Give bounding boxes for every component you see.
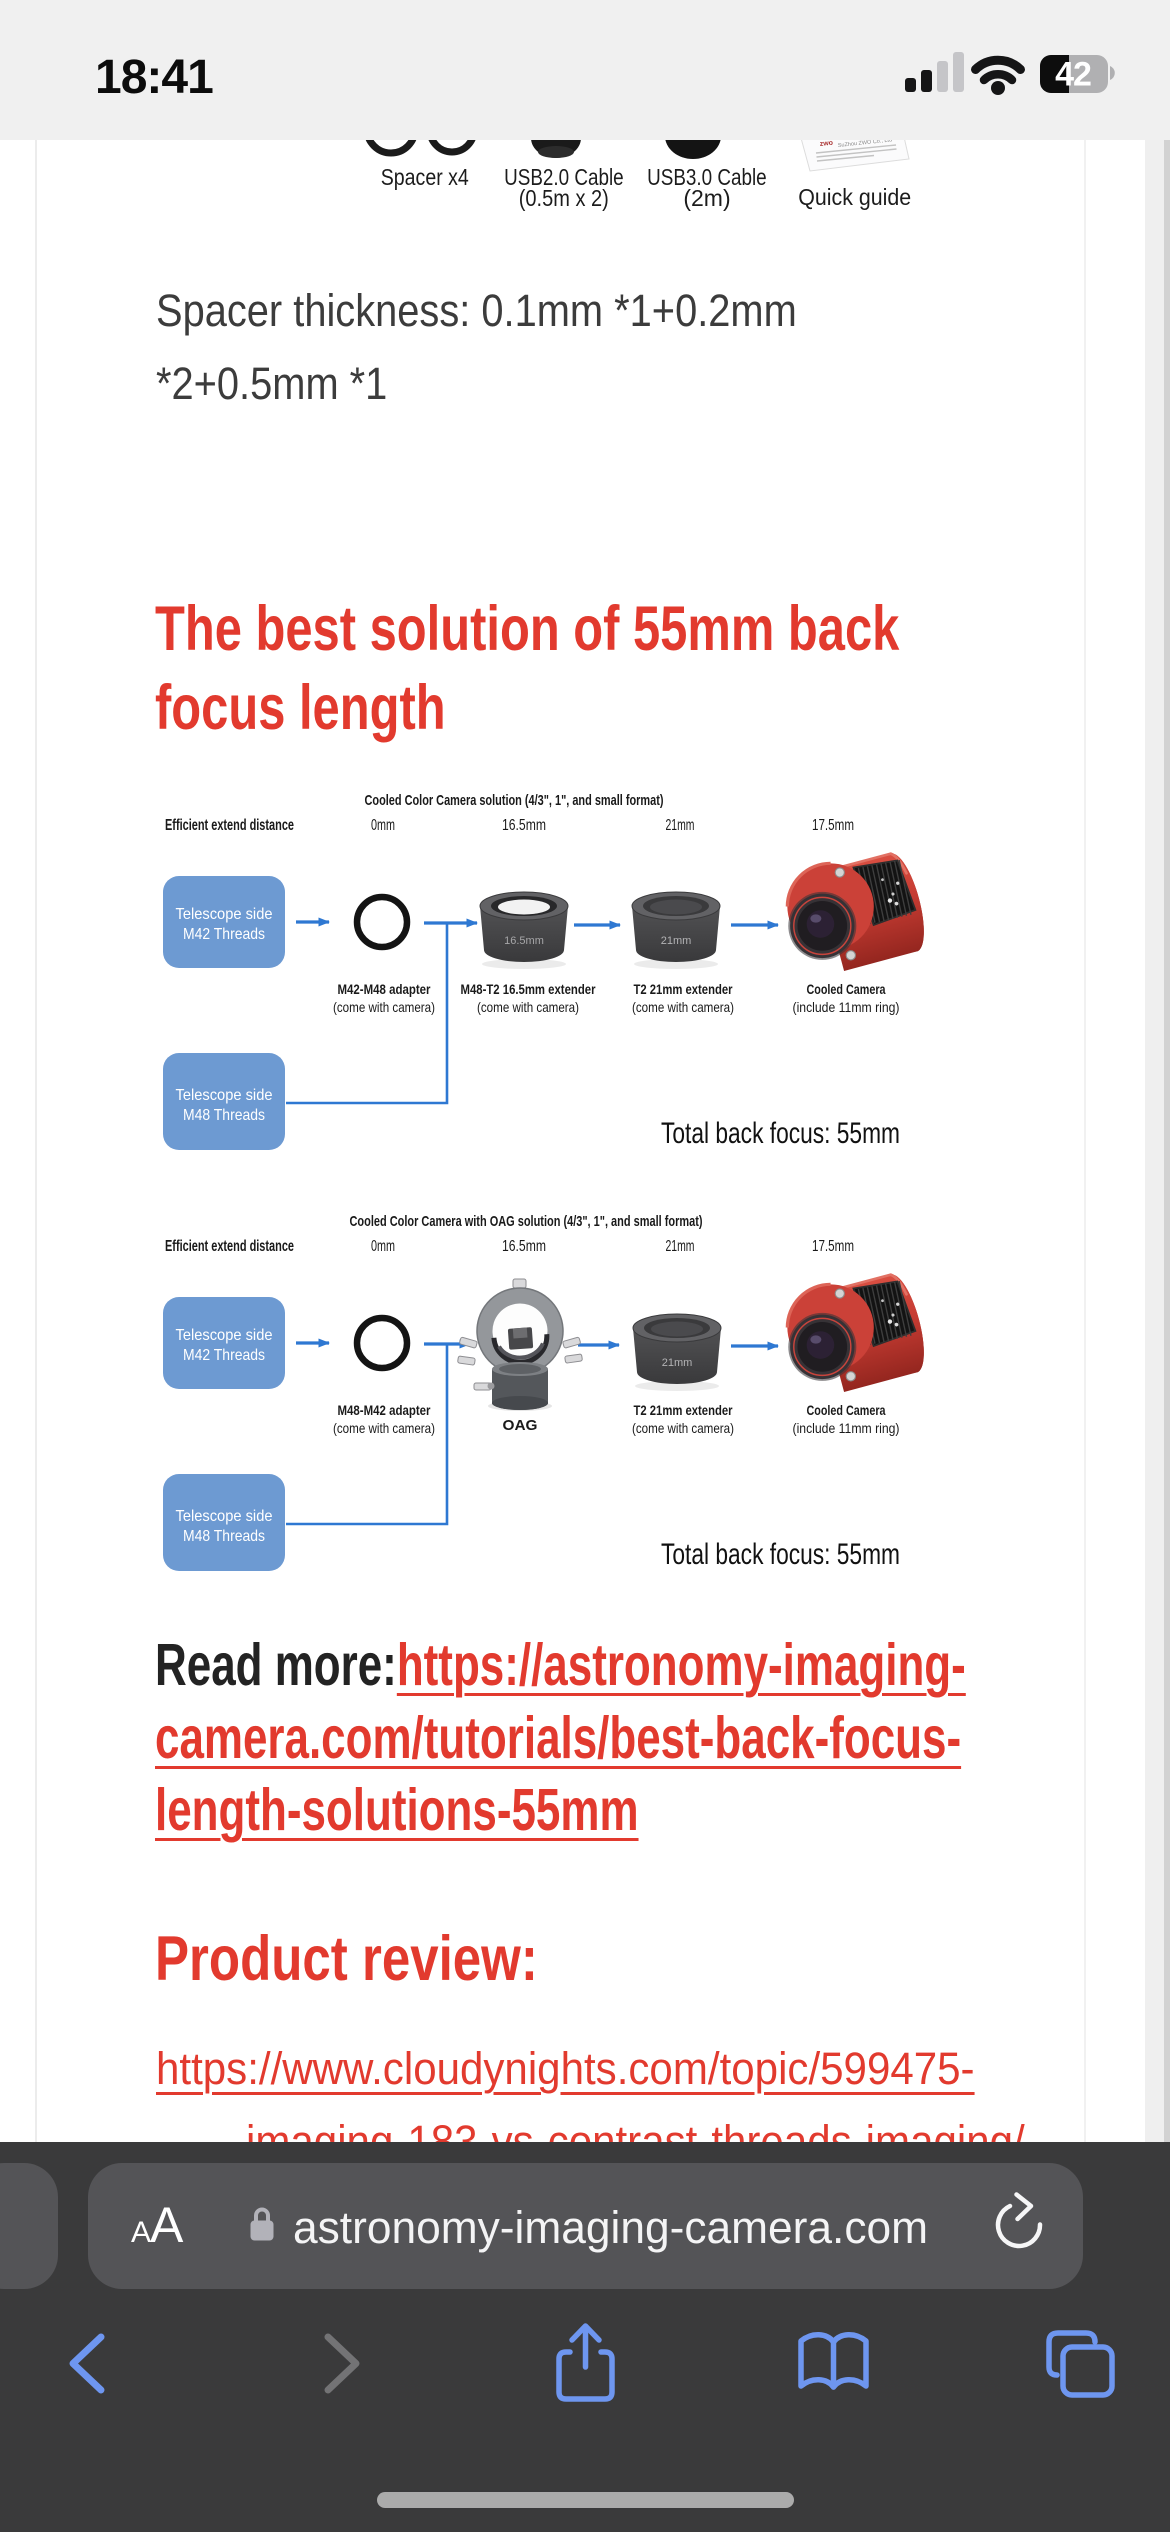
svg-text:Total back focus: 55mm: Total back focus: 55mm [661, 1117, 900, 1150]
svg-text:SuZhou ZWO Co., Ltd: SuZhou ZWO Co., Ltd [838, 137, 893, 149]
svg-text:Cooled Camera: Cooled Camera [807, 1402, 886, 1418]
svg-text:Cooled Camera: Cooled Camera [807, 981, 886, 997]
svg-text:Cooled Color Camera solution (: Cooled Color Camera solution (4/3", 1", … [365, 792, 664, 809]
svg-text:21mm: 21mm [666, 1238, 695, 1255]
svg-text:M48-M42 adapter: M48-M42 adapter [338, 1402, 431, 1418]
svg-text:(come with camera): (come with camera) [333, 999, 435, 1015]
svg-text:Total back focus: 55mm: Total back focus: 55mm [661, 1538, 900, 1571]
svg-text:Efficient extend distance: Efficient extend distance [165, 817, 294, 834]
svg-text:(come with camera): (come with camera) [632, 999, 734, 1015]
svg-text:21mm: 21mm [662, 1357, 693, 1369]
svg-text:Efficient extend distance: Efficient extend distance [165, 1238, 294, 1255]
svg-text:Cooled Color Camera with OAG s: Cooled Color Camera with OAG solution (4… [350, 1213, 703, 1230]
svg-text:T2 21mm extender: T2 21mm extender [634, 1402, 733, 1418]
svg-text:Telescope side: Telescope side [176, 1327, 273, 1344]
svg-text:21mm: 21mm [661, 935, 692, 947]
svg-text:T2 21mm extender: T2 21mm extender [634, 981, 733, 997]
svg-text:21mm: 21mm [666, 817, 695, 834]
svg-text:OAG: OAG [503, 1417, 538, 1434]
svg-text:M48 Threads: M48 Threads [183, 1107, 265, 1124]
svg-text:16.5mm: 16.5mm [502, 1238, 546, 1255]
svg-text:(come with camera): (come with camera) [632, 1420, 734, 1436]
svg-text:0mm: 0mm [371, 1238, 395, 1255]
svg-text:astronomy-imaging-camera.com: astronomy-imaging-camera.com [293, 2202, 928, 2253]
svg-text:(come with camera): (come with camera) [477, 999, 579, 1015]
svg-text:(include 11mm ring): (include 11mm ring) [793, 1420, 900, 1436]
svg-text:M42 Threads: M42 Threads [183, 926, 265, 943]
svg-text:(come with camera): (come with camera) [333, 1420, 435, 1436]
svg-text:16.5mm: 16.5mm [504, 935, 544, 947]
svg-text:42: 42 [1055, 56, 1091, 94]
svg-text:16.5mm: 16.5mm [502, 817, 546, 834]
svg-text:M42 Threads: M42 Threads [183, 1347, 265, 1364]
svg-text:M42-M48 adapter: M42-M48 adapter [338, 981, 431, 997]
svg-text:M48-T2 16.5mm extender: M48-T2 16.5mm extender [461, 981, 596, 997]
svg-text:A: A [131, 2216, 151, 2249]
svg-text:17.5mm: 17.5mm [812, 1238, 854, 1255]
svg-text:Telescope side: Telescope side [176, 1087, 273, 1104]
svg-text:Telescope side: Telescope side [176, 906, 273, 923]
svg-text:Telescope side: Telescope side [176, 1508, 273, 1525]
svg-text:17.5mm: 17.5mm [812, 817, 854, 834]
svg-text:(include 11mm ring): (include 11mm ring) [793, 999, 900, 1015]
svg-text:M48 Threads: M48 Threads [183, 1528, 265, 1545]
svg-text:zwo: zwo [819, 140, 833, 148]
svg-text:0mm: 0mm [371, 817, 395, 834]
svg-text:A: A [150, 2197, 184, 2253]
